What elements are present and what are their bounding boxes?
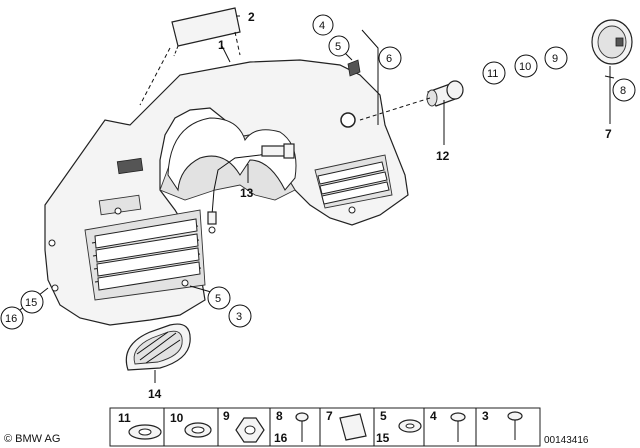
callout-circle-11 bbox=[482, 61, 506, 85]
round-cap bbox=[591, 19, 633, 65]
label-13: 13 bbox=[240, 186, 254, 200]
legend-label-11: 11 bbox=[118, 411, 131, 425]
screw-head-4 bbox=[450, 412, 466, 422]
callout-circle-3 bbox=[228, 304, 252, 328]
legend-label-15: 15 bbox=[376, 431, 390, 445]
left-vent-grille bbox=[84, 209, 206, 301]
clip-nut bbox=[339, 413, 367, 441]
callout-circle-5 bbox=[328, 35, 350, 57]
label-11: 11 bbox=[487, 68, 498, 80]
label-6: 6 bbox=[386, 53, 392, 65]
label-1: 1 bbox=[218, 38, 225, 52]
screw-head-8 bbox=[295, 412, 309, 422]
label-4: 4 bbox=[319, 20, 325, 32]
fastener-legend: 11 10 9 8 16 7 5 15 4 3 bbox=[109, 407, 541, 447]
label-2: 2 bbox=[248, 10, 255, 24]
drawing-number: 00143416 bbox=[544, 435, 589, 446]
legend-label-9: 9 bbox=[223, 409, 230, 423]
label-10: 10 bbox=[519, 61, 531, 73]
legend-label-7: 7 bbox=[326, 409, 333, 423]
instrument-panel-trim bbox=[44, 59, 409, 326]
temperature-sensor bbox=[207, 143, 295, 234]
label-15: 15 bbox=[25, 297, 37, 309]
copyright: © BMW AG bbox=[4, 433, 60, 445]
callout-circle-16 bbox=[0, 306, 24, 330]
label-3: 3 bbox=[236, 311, 242, 323]
legend-label-4: 4 bbox=[430, 409, 437, 423]
callout-circle-4 bbox=[312, 14, 334, 36]
legend-label-8: 8 bbox=[276, 409, 283, 423]
label-5b: 5 bbox=[215, 293, 221, 305]
callout-labels: 2 1 4 5 6 11 10 9 8 7 12 13 14 15 16 5 3 bbox=[0, 10, 636, 401]
speed-nut bbox=[347, 59, 361, 77]
label-14: 14 bbox=[148, 387, 162, 401]
callout-circle-9 bbox=[544, 46, 568, 70]
label-7: 7 bbox=[605, 127, 612, 141]
round-vent-grille bbox=[125, 323, 191, 371]
callout-circle-6 bbox=[378, 46, 402, 70]
screw-head-3 bbox=[507, 411, 523, 421]
label-5: 5 bbox=[335, 41, 341, 53]
callout-circle-8 bbox=[612, 78, 636, 102]
callout-circle-10 bbox=[514, 54, 538, 78]
legend-label-5: 5 bbox=[380, 409, 387, 423]
legend-frame bbox=[109, 407, 541, 447]
legend-label-3: 3 bbox=[482, 409, 489, 423]
legend-label-16: 16 bbox=[274, 431, 288, 445]
spreading-rivet bbox=[359, 80, 464, 121]
foam-pad bbox=[139, 7, 241, 106]
right-vent-grille bbox=[314, 154, 393, 209]
callout-circle-15 bbox=[20, 290, 44, 314]
callout-circle-5b bbox=[207, 286, 231, 310]
label-9: 9 bbox=[552, 53, 558, 65]
label-16: 16 bbox=[5, 313, 17, 325]
label-8: 8 bbox=[620, 85, 626, 97]
label-12: 12 bbox=[436, 149, 450, 163]
legend-label-10: 10 bbox=[170, 411, 184, 425]
